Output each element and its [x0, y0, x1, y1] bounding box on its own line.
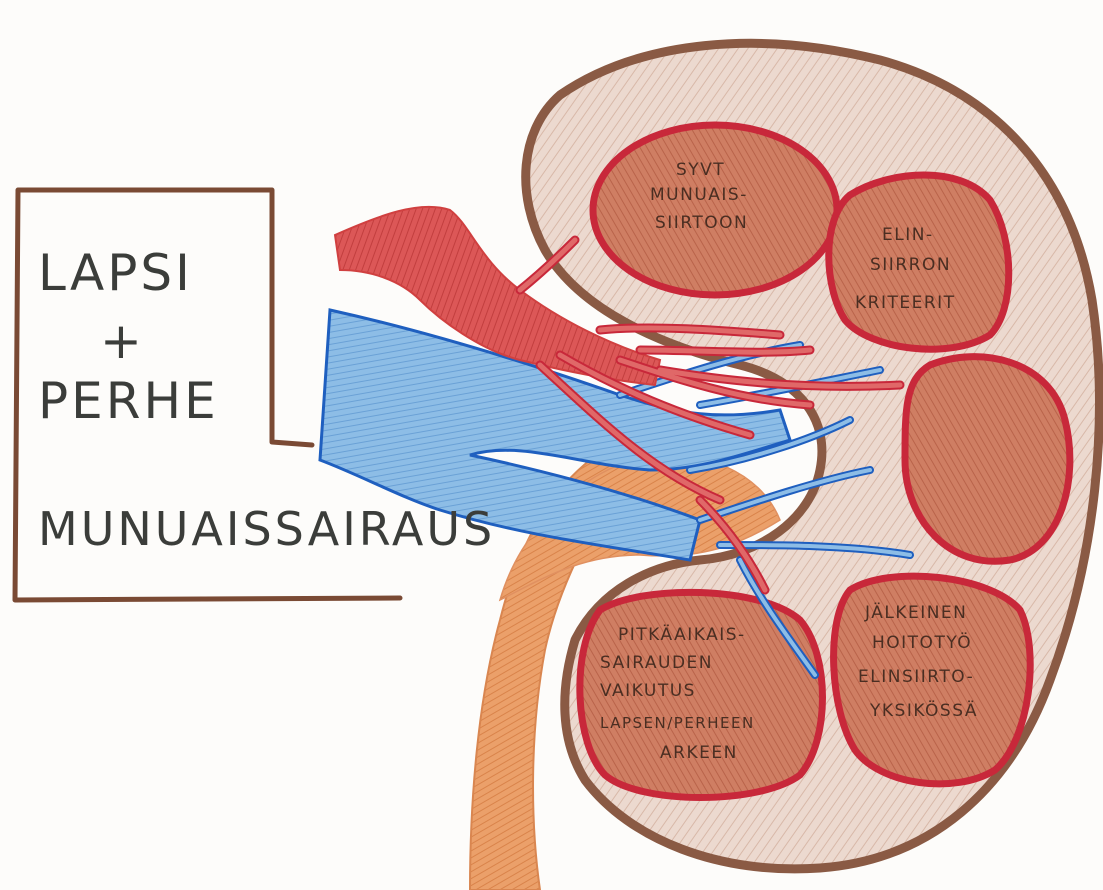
box-line-plus: + — [100, 312, 145, 370]
box-subtitle-munuaissairaus: MUNUAISSAIRAUS — [38, 502, 495, 556]
svg-text:ELIN-: ELIN- — [882, 225, 934, 245]
svg-text:PITKÄAIKAIS-: PITKÄAIKAIS- — [618, 624, 746, 645]
svg-text:MUNUAIS-: MUNUAIS- — [650, 185, 748, 205]
box-line-perhe: PERHE — [38, 372, 219, 430]
chamber-middle-right — [905, 357, 1070, 562]
svg-text:HOITOTYÖ: HOITOTYÖ — [872, 631, 972, 653]
box-line-lapsi: LAPSI — [38, 244, 193, 302]
svg-text:ELINSIIRTO-: ELINSIIRTO- — [858, 667, 974, 687]
svg-text:YKSIKÖSSÄ: YKSIKÖSSÄ — [869, 699, 978, 721]
svg-text:LAPSEN/PERHEEN: LAPSEN/PERHEEN — [600, 714, 755, 732]
svg-text:SAIRAUDEN: SAIRAUDEN — [600, 653, 713, 673]
svg-text:KRITEERIT: KRITEERIT — [855, 293, 956, 313]
svg-text:JÄLKEINEN: JÄLKEINEN — [864, 602, 967, 623]
svg-text:SYVT: SYVT — [676, 160, 725, 180]
svg-text:ARKEEN: ARKEEN — [660, 743, 738, 763]
chamber-top-left — [593, 125, 837, 295]
svg-text:VAIKUTUS: VAIKUTUS — [600, 681, 696, 701]
svg-text:SIIRTOON: SIIRTOON — [655, 213, 748, 233]
svg-text:SIIRRON: SIIRRON — [870, 255, 951, 275]
